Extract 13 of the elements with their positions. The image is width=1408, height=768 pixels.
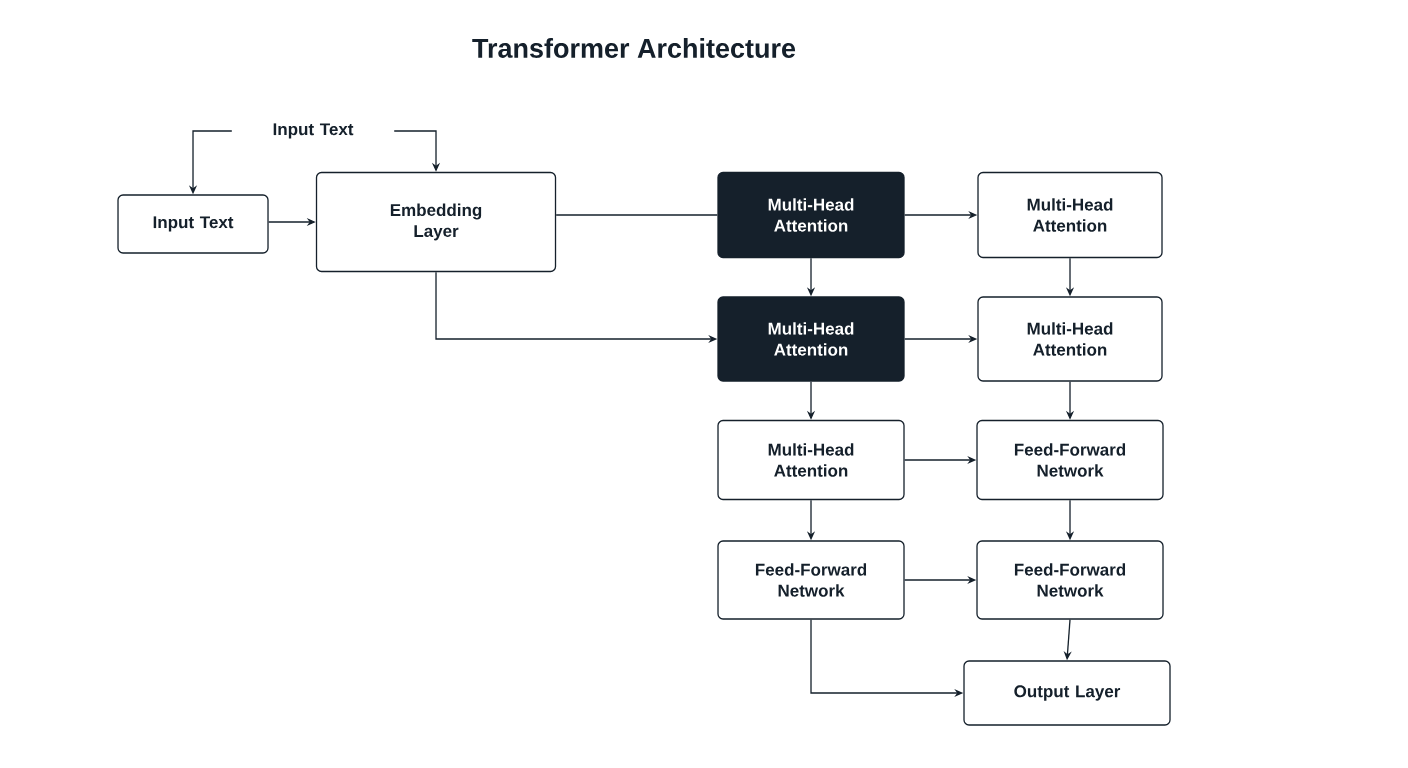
process-box: Output Layer xyxy=(963,660,1171,726)
title: Transformer Architecture xyxy=(472,38,796,58)
highlighted-box: Multi-Head Attention xyxy=(717,296,905,382)
process-box: Feed-Forward Network xyxy=(717,540,905,620)
input-label: Input Text xyxy=(273,123,354,139)
process-box: Multi-Head Attention xyxy=(717,419,905,501)
process-box: Feed-Forward Network xyxy=(976,540,1164,620)
highlighted-box: Multi-Head Attention xyxy=(717,171,905,259)
process-box: Input Text xyxy=(117,194,269,254)
process-box: Feed-Forward Network xyxy=(976,419,1164,501)
process-box: Embedding Layer xyxy=(315,171,557,273)
process-box: Multi-Head Attention xyxy=(977,296,1163,382)
process-box: Multi-Head Attention xyxy=(977,171,1163,259)
